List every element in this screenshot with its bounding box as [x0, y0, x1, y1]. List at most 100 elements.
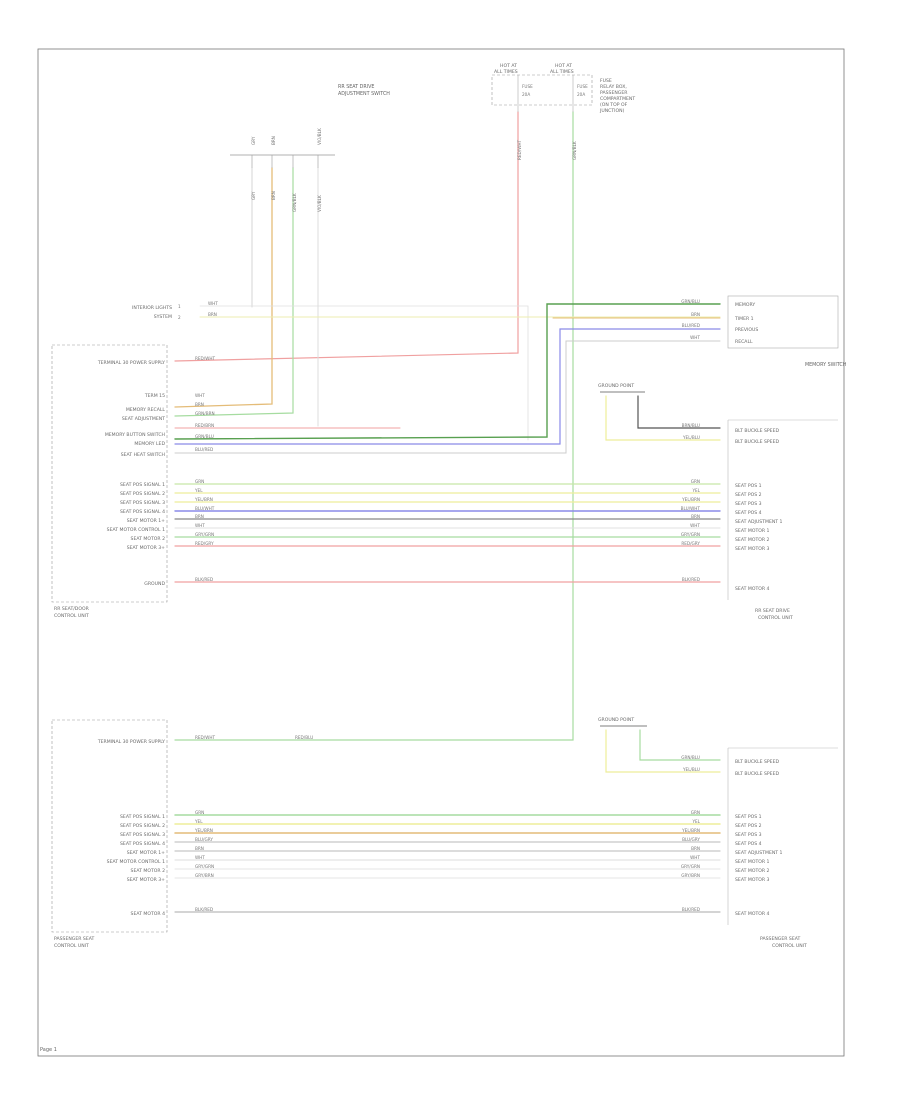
wire-lower-ground-yellow — [605, 729, 721, 773]
fuse-left-line1: HOT AT — [500, 63, 517, 69]
upper-wire-code-t15b: BRN — [195, 402, 204, 407]
lower-right-pin-9: SEAT MOTOR 2 — [735, 868, 770, 874]
upper-wire-code-t15a: WHT — [195, 393, 205, 398]
lower-right-pin-3: SEAT POS 1 — [735, 814, 762, 820]
lower-control-unit-box — [51, 719, 168, 933]
fuse-right-line1: HOT AT — [555, 63, 572, 69]
lower-ground-code-a: GRN/BLU — [681, 755, 700, 760]
fuse-left-line2: ALL TIMES — [494, 69, 518, 75]
lower-right-title-2: CONTROL UNIT — [772, 943, 807, 949]
memory-wire-code-3: BLU/RED — [682, 323, 700, 328]
fuse-block: HOT AT ALL TIMES HOT AT ALL TIMES FUSE 2… — [491, 63, 635, 160]
upper-gnd-wire-code-r: BLK/RED — [682, 577, 700, 582]
lower-unit-title-1: PASSENGER SEAT — [54, 936, 95, 942]
upper-right-title-2: CONTROL UNIT — [758, 615, 793, 621]
lbus-wire-code-7: GRY/GRN — [195, 864, 214, 869]
lower-right-module: BLT BUCKLE SPEED BLT BUCKLE SPEED SEAT P… — [727, 747, 838, 949]
bus-wire-code-r8: RED/GRY — [681, 541, 700, 546]
lbus-wire-code-5: BRN — [195, 846, 204, 851]
bus-wire-code-5: BRN — [195, 514, 204, 519]
upper-pin-label-1: TERMINAL 30 POWER SUPPLY — [97, 360, 165, 366]
upper-bus-label-3: SEAT POS SIGNAL 3 — [120, 500, 165, 506]
fuse-note-1: FUSE — [600, 78, 612, 84]
lower-bus-label-2: SEAT POS SIGNAL 2 — [120, 823, 165, 829]
lbus-wire-code-r4: BLU/GRY — [682, 837, 700, 842]
upper-right-pin-8: SEAT MOTOR 1 — [735, 528, 770, 534]
seat-switch: RR SEAT DRIVE ADJUSTMENT SWITCH GRY BRN … — [230, 84, 390, 212]
upper-ground-label: GROUND — [144, 581, 165, 587]
upper-ground-code-a: BRN/BLU — [682, 423, 700, 428]
lower-right-pin-1: BLT BUCKLE SPEED — [735, 759, 779, 765]
bus-wire-code-r5: BRN — [691, 514, 700, 519]
upper-ground: GROUND POINT BRN/BLU YEL/BLU — [598, 383, 700, 440]
upper-bus-label-5: SEAT MOTOR 1+ — [127, 518, 165, 524]
lbus-wire-code-4: BLU/GRY — [195, 837, 213, 842]
upper-unit-title-1: RR SEAT/DOOR — [54, 606, 90, 612]
bus-wire-code-8: RED/GRY — [195, 541, 214, 546]
lower-right-pin-2: BLT BUCKLE SPEED — [735, 771, 779, 777]
bus-wire-code-r3: YEL/BRN — [681, 497, 700, 502]
bus-wire-code-r1: GRN — [691, 479, 700, 484]
lower-wire-code-30b: RED/BLU — [295, 735, 313, 740]
lower-ground: GROUND POINT GRN/BLU YEL/BLU — [598, 717, 700, 772]
lower-bus-label-6: SEAT MOTOR CONTROL 1 — [107, 859, 165, 865]
page-label: Page 1 — [40, 1047, 57, 1053]
memory-switch-pin-4: RECALL — [735, 339, 753, 345]
upper-wire-code-30: RED/WHT — [195, 356, 215, 361]
switch-wire-code-6: GRN/BLK — [292, 193, 297, 212]
seat-switch-ticks — [251, 155, 319, 168]
upper-bus-label-8: SEAT MOTOR 3+ — [127, 545, 165, 551]
fuse-note-2: RELAY BOX, — [600, 84, 627, 90]
interior-lights-line1: INTERIOR LIGHTS — [132, 305, 172, 311]
interior-wire-code-1: WHT — [208, 301, 218, 306]
upper-right-pin-5: SEAT POS 3 — [735, 501, 762, 507]
bus-wire-code-7: GRY/GRN — [195, 532, 214, 537]
switch-wire-code-2: BRN — [271, 136, 276, 145]
upper-pin-label-4: MEMORY RECALL — [126, 407, 166, 413]
wire-red-fuse-feed — [174, 111, 519, 362]
lbus-wire-code-r8: GRY/BRN — [681, 873, 700, 878]
lbus-wire-code-r1: GRN — [691, 810, 700, 815]
upper-pin-label-6: MEMORY BUTTON SWITCH — [105, 432, 165, 438]
fuse-note-5: (ON TOP OF — [600, 102, 628, 108]
memory-switch-pin-2: TIMER 1 — [734, 316, 754, 322]
lower-ground-title: GROUND POINT — [598, 717, 634, 723]
lbus-wire-code-3: YEL/BRN — [194, 828, 213, 833]
upper-bus-label-1: SEAT POS SIGNAL 1 — [120, 482, 165, 488]
lower-right-pin-11: SEAT MOTOR 4 — [735, 911, 770, 917]
bus-wire-code-4: BLU/WHT — [195, 506, 215, 511]
switch-wire-code-3: VIO/BLK — [317, 128, 322, 145]
wire-lower-ground-green — [639, 729, 721, 761]
lower-right-pin-10: SEAT MOTOR 3 — [735, 877, 770, 883]
bus-wire-code-r4: BLU/WHT — [681, 506, 701, 511]
wire-upper-ground-yellow — [605, 395, 721, 441]
lower-bus-label-1: SEAT POS SIGNAL 1 — [120, 814, 165, 820]
fuse-right-amps: 20A — [577, 92, 585, 97]
lbus-wire-code-r2: YEL — [691, 819, 700, 824]
upper-right-pin-10: SEAT MOTOR 3 — [735, 546, 770, 552]
memory-switch-box — [727, 295, 839, 349]
bus-wire-code-r7: GRY/GRN — [681, 532, 700, 537]
lower-bus-label-8: SEAT MOTOR 3+ — [127, 877, 165, 883]
upper-pin-label-5: SEAT ADJUSTMENT — [122, 416, 165, 422]
upper-right-pin-6: SEAT POS 4 — [735, 510, 762, 516]
wire-upper-ground-black — [637, 395, 721, 429]
upper-wire-code-adj: RED/BRN — [195, 423, 214, 428]
upper-right-pin-4: SEAT POS 2 — [735, 492, 762, 498]
lower-bus-label-7: SEAT MOTOR 2 — [131, 868, 166, 874]
upper-wire-code-btn: GRN/BLU — [195, 434, 214, 439]
bus-wire-code-r2: YEL — [691, 488, 700, 493]
interior-lights: INTERIOR LIGHTS SYSTEM 1 2 WHT BRN — [132, 301, 218, 320]
upper-right-title-1: RR SEAT DRIVE — [755, 608, 790, 614]
upper-right-module: BLT BUCKLE SPEED BLT BUCKLE SPEED SEAT P… — [727, 419, 838, 621]
diagram-frame — [37, 48, 845, 1057]
upper-right-pin-3: SEAT POS 1 — [735, 483, 762, 489]
memory-wire-code-1: GRN/BLU — [681, 299, 700, 304]
fuse-right-line2: ALL TIMES — [550, 69, 574, 75]
memory-wire-code-2: BRN — [691, 312, 700, 317]
lower-right-title-1: PASSENGER SEAT — [760, 936, 801, 942]
upper-wire-code-led: BLU/RED — [195, 447, 213, 452]
upper-bus-label-7: SEAT MOTOR 2 — [131, 536, 166, 542]
lbus-wire-code-2: YEL — [194, 819, 203, 824]
interior-wire-code-2: BRN — [208, 312, 217, 317]
